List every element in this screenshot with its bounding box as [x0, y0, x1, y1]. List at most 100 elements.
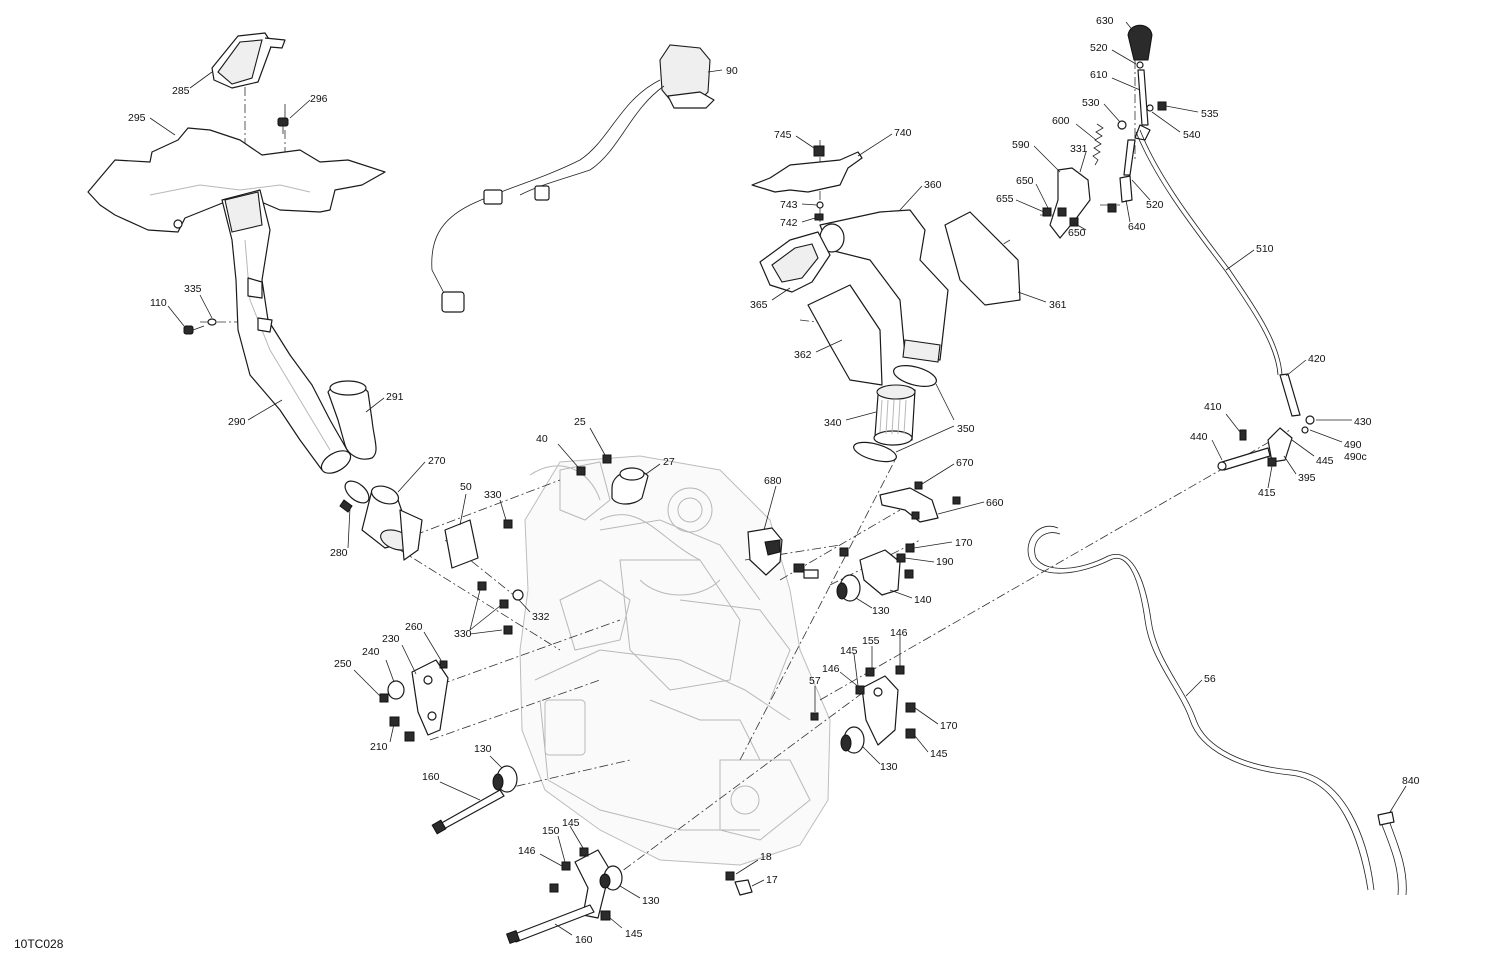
callout-270: 270 — [428, 455, 446, 467]
callout-365: 365 — [750, 299, 768, 311]
callout-655: 655 — [996, 193, 1014, 205]
callout-190: 190 — [936, 556, 954, 568]
callout-332: 332 — [532, 611, 550, 623]
callout-840: 840 — [1402, 775, 1420, 787]
part-362-shield — [807, 284, 883, 386]
part-130-mount-left — [431, 765, 518, 835]
callout-335: 335 — [184, 283, 202, 295]
callout-291: 291 — [386, 391, 404, 403]
callout-610: 610 — [1090, 69, 1108, 81]
callout-520-top: 520 — [1090, 42, 1108, 54]
callout-130-right: 130 — [880, 761, 898, 773]
callout-745: 745 — [774, 129, 792, 141]
part-280-clamp — [339, 480, 370, 513]
callout-27: 27 — [663, 456, 675, 468]
callout-590: 590 — [1012, 139, 1030, 151]
callout-630: 630 — [1096, 15, 1114, 27]
callout-530: 530 — [1082, 97, 1100, 109]
callout-25: 25 — [574, 416, 586, 428]
part-230-bracket — [379, 659, 449, 742]
callout-130-left: 130 — [474, 743, 492, 755]
part-155-bracket — [810, 665, 916, 754]
callout-160-lower: 160 — [575, 934, 593, 946]
callout-155: 155 — [862, 635, 880, 647]
callout-145-lower: 145 — [562, 817, 580, 829]
callout-145-right-bottom: 145 — [930, 748, 948, 760]
callout-90: 90 — [726, 65, 738, 77]
callout-350: 350 — [957, 423, 975, 435]
part-340-filter — [853, 365, 937, 463]
callout-490: 490 — [1344, 439, 1362, 451]
part-291-tube — [327, 380, 377, 460]
callout-490c: 490c — [1344, 451, 1367, 463]
callout-362: 362 — [794, 349, 812, 361]
callout-40: 40 — [536, 433, 548, 445]
callout-145-bottom: 145 — [625, 928, 643, 940]
part-840-hose — [1377, 811, 1407, 896]
callout-295: 295 — [128, 112, 146, 124]
callout-650-left: 650 — [1016, 175, 1034, 187]
callout-340: 340 — [824, 417, 842, 429]
engine-block-ghost — [519, 455, 831, 866]
part-365-boot — [759, 231, 831, 293]
part-361-shield — [944, 211, 1021, 306]
callout-640: 640 — [1128, 221, 1146, 233]
callout-240: 240 — [362, 646, 380, 658]
part-270-coupler — [361, 485, 423, 561]
callout-170-mid: 170 — [955, 537, 973, 549]
part-510-cable — [1135, 129, 1315, 434]
callout-56: 56 — [1204, 673, 1216, 685]
part-150-bracket — [505, 847, 623, 945]
callout-361: 361 — [1049, 299, 1067, 311]
part-590-selector — [1042, 167, 1133, 239]
part-140-bracket — [836, 543, 915, 602]
part-90-harness — [431, 44, 715, 313]
callout-57: 57 — [809, 675, 821, 687]
callout-230: 230 — [382, 633, 400, 645]
callout-650-right: 650 — [1068, 227, 1086, 239]
callout-285: 285 — [172, 85, 190, 97]
callout-330-top: 330 — [484, 489, 502, 501]
callout-510: 510 — [1256, 243, 1274, 255]
part-50-panel — [444, 519, 479, 569]
part-295-shield — [87, 127, 386, 233]
callout-170-right: 170 — [940, 720, 958, 732]
callout-420: 420 — [1308, 353, 1326, 365]
part-395-bellcrank — [1217, 427, 1293, 471]
callout-415: 415 — [1258, 487, 1276, 499]
callout-296: 296 — [310, 93, 328, 105]
callout-150: 150 — [542, 825, 560, 837]
callout-743: 743 — [780, 199, 798, 211]
callouts: 285 296 295 335 110 290 291 270 280 90 2… — [128, 15, 1420, 946]
callout-670: 670 — [956, 457, 974, 469]
callout-440: 440 — [1190, 431, 1208, 443]
figure-code: 10TC028 — [14, 937, 64, 951]
callout-430: 430 — [1354, 416, 1372, 428]
callout-445: 445 — [1316, 455, 1334, 467]
callout-50: 50 — [460, 481, 472, 493]
callout-600: 600 — [1052, 115, 1070, 127]
callout-535: 535 — [1201, 108, 1219, 120]
callout-160-left: 160 — [422, 771, 440, 783]
callout-260: 260 — [405, 621, 423, 633]
callout-250: 250 — [334, 658, 352, 670]
callout-360: 360 — [924, 179, 942, 191]
part-56-hose — [1027, 525, 1375, 891]
callout-410: 410 — [1204, 401, 1222, 413]
callout-540: 540 — [1183, 129, 1201, 141]
callout-660: 660 — [986, 497, 1004, 509]
part-680-sensor — [747, 527, 819, 579]
callout-331: 331 — [1070, 143, 1088, 155]
callout-290: 290 — [228, 416, 246, 428]
part-360-intake — [819, 209, 949, 363]
part-740-bracket — [751, 145, 863, 221]
callout-130-lower: 130 — [642, 895, 660, 907]
callout-210: 210 — [370, 741, 388, 753]
part-285-cap — [211, 32, 286, 89]
part-610-lever — [1117, 69, 1167, 176]
part-290-duct — [221, 189, 352, 474]
callout-110: 110 — [150, 297, 167, 309]
callout-130-mid: 130 — [872, 605, 890, 617]
callout-742: 742 — [780, 217, 798, 229]
